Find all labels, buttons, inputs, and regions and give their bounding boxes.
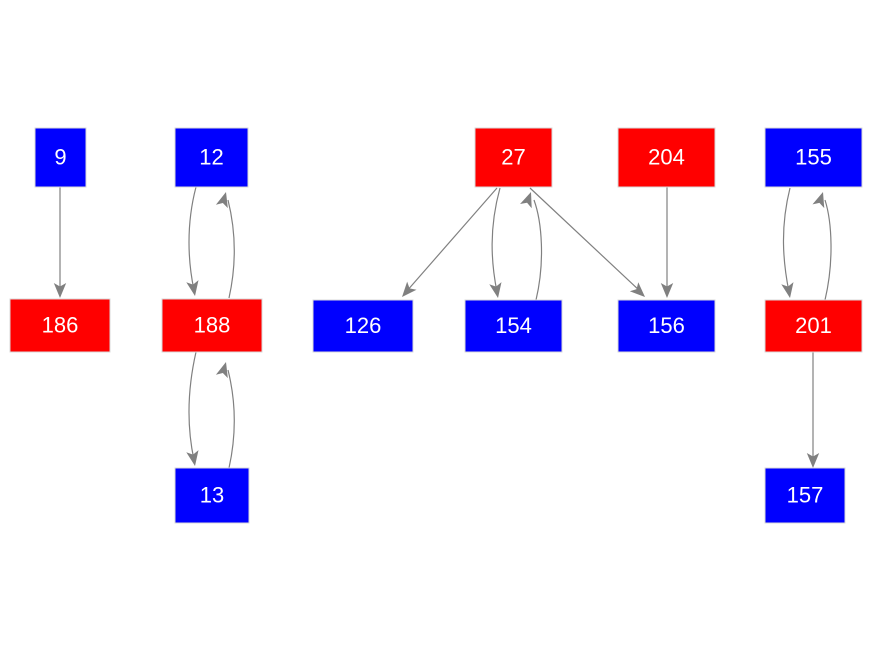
edge-line xyxy=(188,186,197,291)
graph-node-155[interactable]: 155 xyxy=(764,127,863,188)
edge-12-to-188 xyxy=(186,186,199,296)
arrowhead-icon xyxy=(812,192,825,209)
node-box[interactable] xyxy=(174,467,250,524)
arrowhead-icon xyxy=(215,192,228,209)
graph-node-186[interactable]: 186 xyxy=(9,298,111,353)
node-box[interactable] xyxy=(617,127,716,188)
edge-27-to-126 xyxy=(402,187,498,297)
node-box[interactable] xyxy=(34,127,87,188)
node-box[interactable] xyxy=(764,467,846,524)
node-box[interactable] xyxy=(9,298,111,353)
graph-node-154[interactable]: 154 xyxy=(464,299,563,353)
edge-9-to-186 xyxy=(53,187,67,298)
arrowhead-icon xyxy=(806,453,820,468)
graph-node-13[interactable]: 13 xyxy=(174,467,250,524)
edge-line xyxy=(533,199,543,301)
arrowhead-icon xyxy=(520,192,532,209)
arrowhead-icon xyxy=(53,283,67,298)
edge-line xyxy=(227,369,235,469)
node-box[interactable] xyxy=(174,127,249,188)
edge-layer xyxy=(53,186,832,469)
node-box[interactable] xyxy=(474,127,553,188)
edge-155-to-201 xyxy=(781,187,794,298)
edge-line xyxy=(782,187,791,293)
node-box[interactable] xyxy=(161,298,263,353)
arrowhead-icon xyxy=(215,362,228,379)
edge-154-to-27 xyxy=(520,192,543,301)
graph-node-201[interactable]: 201 xyxy=(764,299,863,353)
edge-line xyxy=(405,187,498,293)
edge-204-to-156 xyxy=(660,187,674,298)
graph-node-9[interactable]: 9 xyxy=(34,127,87,188)
node-box[interactable] xyxy=(617,299,716,353)
edge-188-to-12 xyxy=(215,192,235,299)
node-box[interactable] xyxy=(764,127,863,188)
graph-node-157[interactable]: 157 xyxy=(764,467,846,524)
graph-node-27[interactable]: 27 xyxy=(474,127,553,188)
node-layer: 9 186 12 188 13 27 204 126 154 156 155 201 157 xyxy=(9,127,863,524)
edge-line xyxy=(491,187,501,293)
node-box[interactable] xyxy=(464,299,563,353)
graph-node-12[interactable]: 12 xyxy=(174,127,249,188)
arrowhead-icon xyxy=(489,282,502,298)
edge-27-to-154 xyxy=(489,187,502,298)
arrowhead-icon xyxy=(660,283,674,298)
node-box[interactable] xyxy=(312,299,414,353)
arrowhead-icon xyxy=(781,282,794,298)
edge-line xyxy=(227,199,235,299)
graph-node-156[interactable]: 156 xyxy=(617,299,716,353)
graph-node-126[interactable]: 126 xyxy=(312,299,414,353)
edge-line xyxy=(529,187,642,293)
edge-188-to-13 xyxy=(186,351,199,466)
arrowhead-icon xyxy=(629,282,645,297)
edge-201-to-157 xyxy=(806,352,820,468)
node-box[interactable] xyxy=(764,299,863,353)
edge-line xyxy=(824,199,832,301)
arrowhead-icon xyxy=(186,450,199,466)
graph-node-188[interactable]: 188 xyxy=(161,298,263,353)
graph-node-204[interactable]: 204 xyxy=(617,127,716,188)
edge-line xyxy=(188,351,197,461)
arrowhead-icon xyxy=(402,281,417,297)
arrowhead-icon xyxy=(186,280,199,296)
edge-27-to-156 xyxy=(529,187,645,297)
edge-201-to-155 xyxy=(812,192,832,301)
edge-13-to-188 xyxy=(215,362,235,469)
